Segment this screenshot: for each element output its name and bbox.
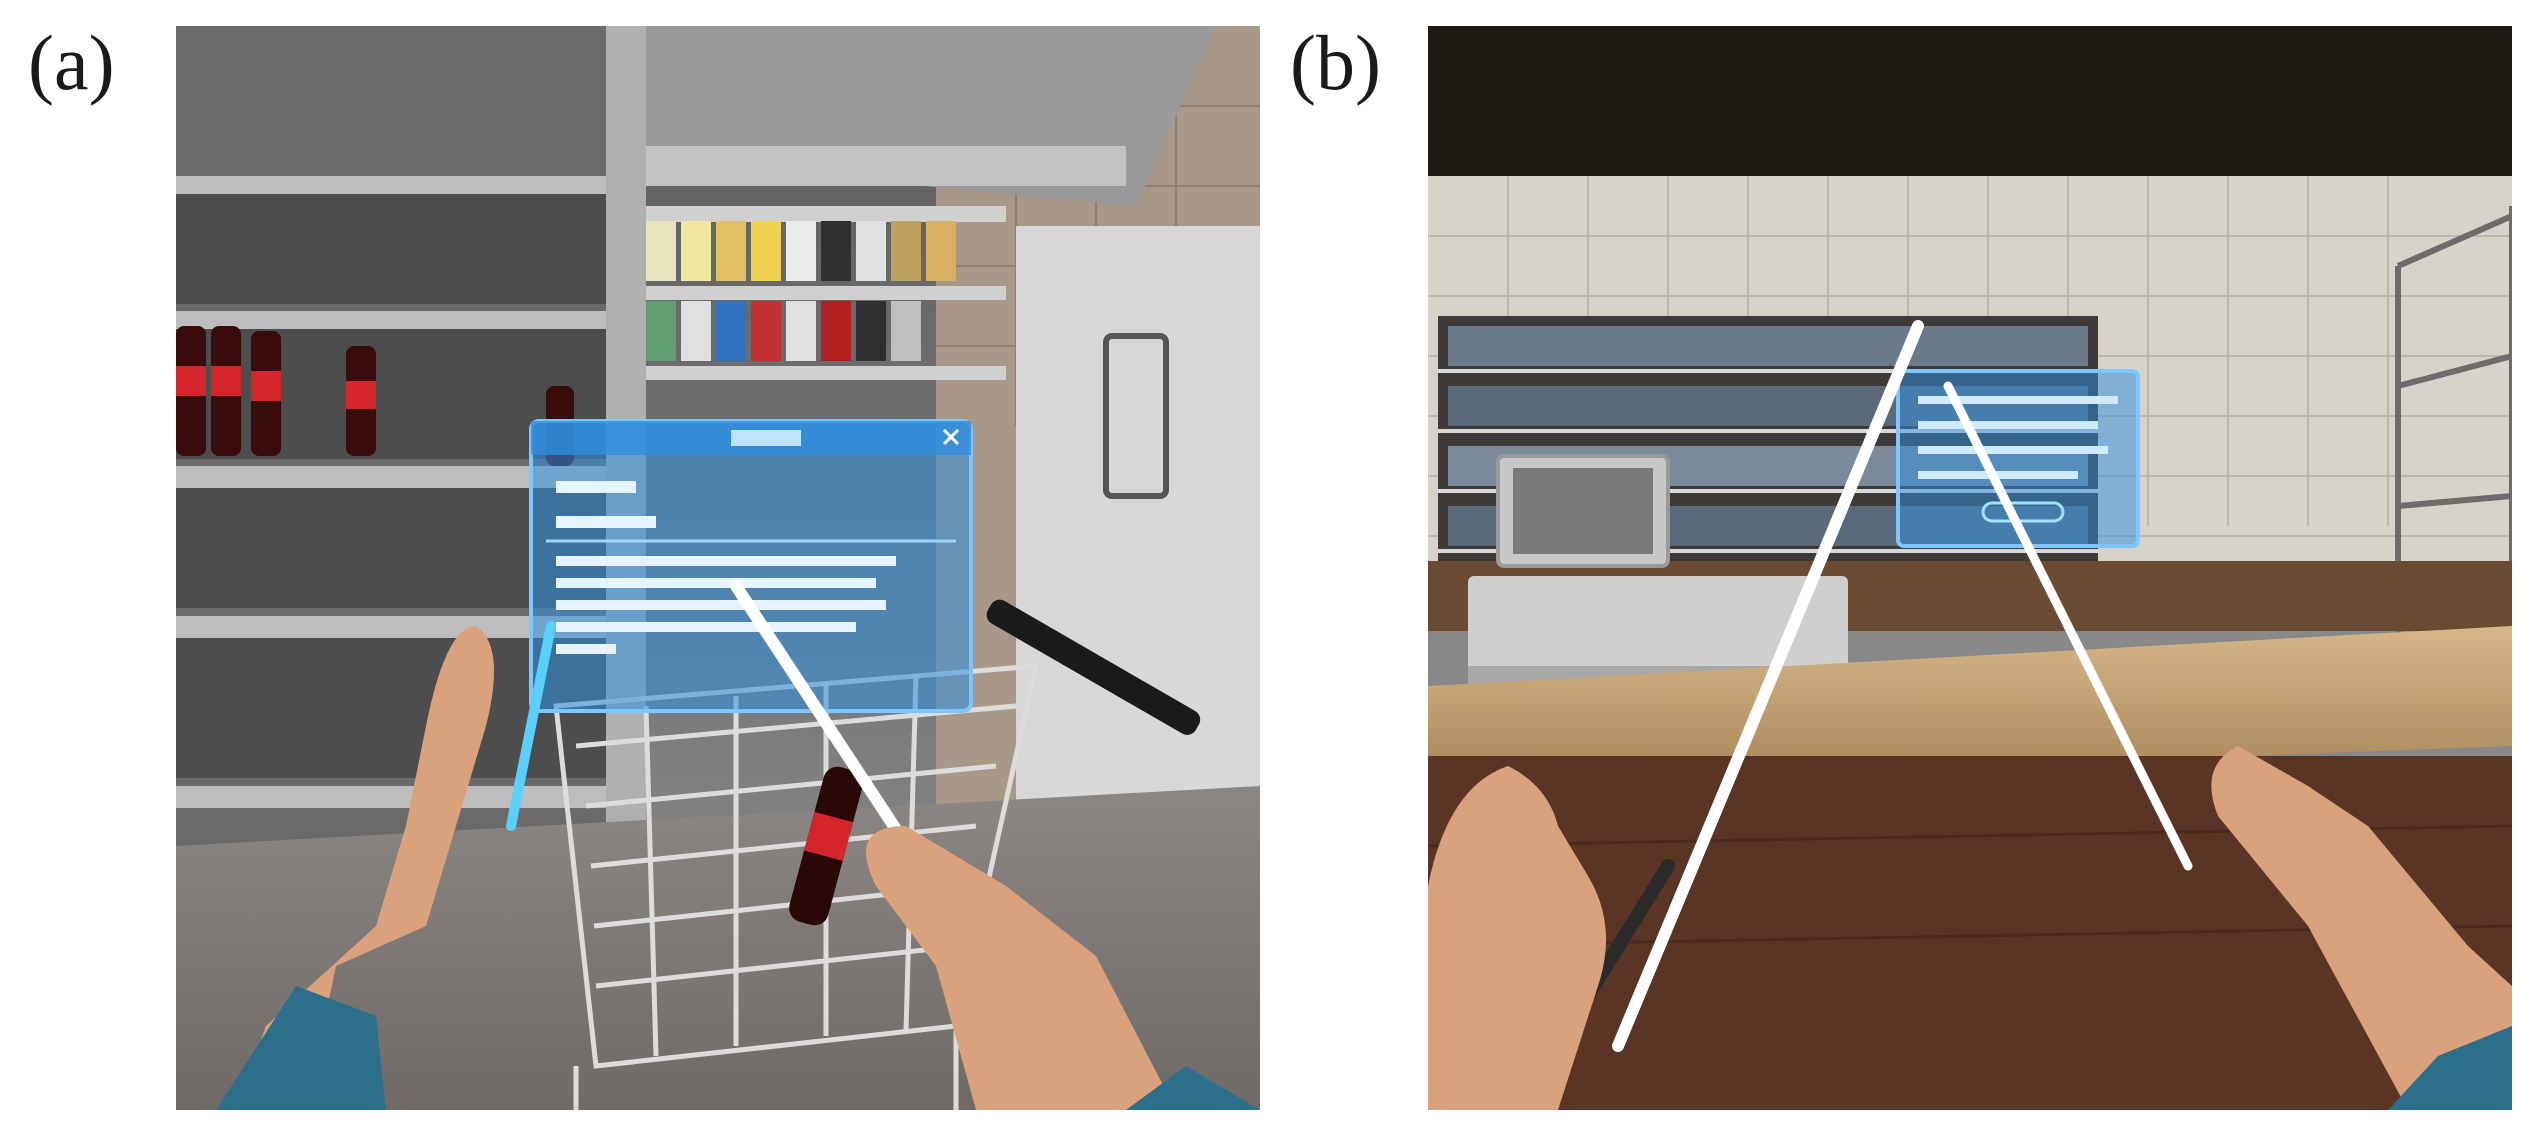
left-hand <box>1428 766 1606 1110</box>
right-hand <box>866 826 1260 1110</box>
scene-b-render <box>1428 26 2512 1110</box>
vr-scene-shelf-cart <box>176 26 1260 1110</box>
vr-scene-checkout-counter <box>1428 26 2512 1110</box>
right-laser-pointer <box>1943 381 2193 871</box>
left-laser-pointer <box>1612 320 1924 1052</box>
panel-label-b: (b) <box>1290 19 1381 106</box>
panel-label-a: (a) <box>28 19 115 106</box>
can-row-1 <box>646 221 956 281</box>
left-laser-pointer <box>506 621 556 831</box>
can-row-2 <box>646 301 921 361</box>
close-icon <box>942 428 960 446</box>
left-hand <box>216 626 494 1110</box>
right-hand <box>2211 746 2512 1110</box>
scene-a-render <box>176 26 1260 1110</box>
floating-info-panel <box>529 419 973 713</box>
